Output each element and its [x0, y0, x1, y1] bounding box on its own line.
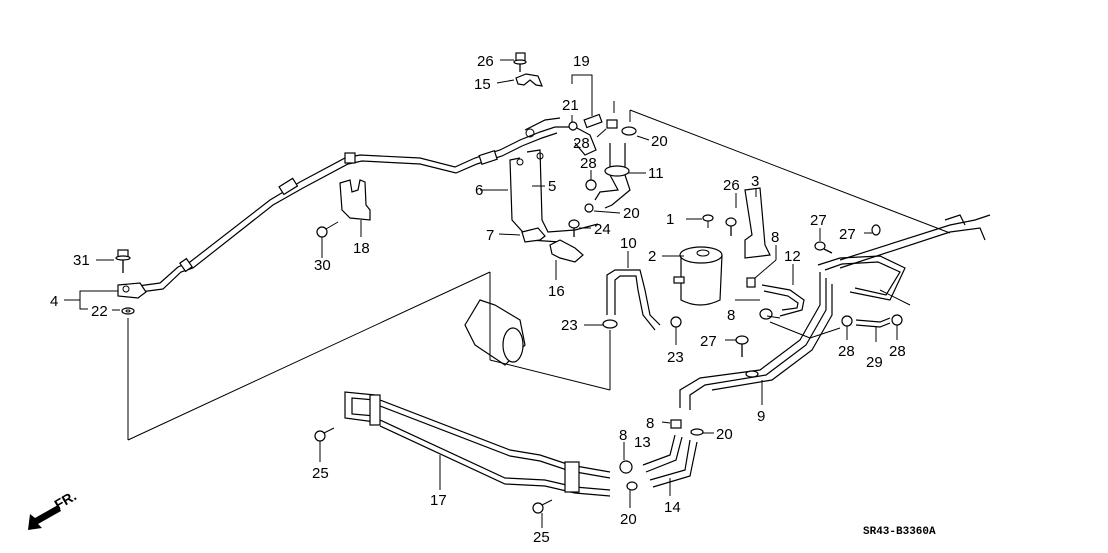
clamp-28-top[interactable] [606, 119, 618, 129]
callout-1[interactable]: 1 [666, 211, 674, 228]
pipe-5-6[interactable] [509, 149, 599, 243]
callout-20[interactable]: 20 [620, 511, 637, 528]
callout-15[interactable]: 15 [474, 76, 491, 93]
front-direction-arrow: FR. [28, 487, 79, 530]
callout-26[interactable]: 26 [723, 177, 740, 194]
bolt-31[interactable] [115, 249, 131, 273]
callout-14[interactable]: 14 [664, 499, 681, 516]
callout-17[interactable]: 17 [430, 492, 447, 509]
clamp-28-right[interactable] [891, 314, 903, 326]
callout-3[interactable]: 3 [751, 173, 759, 190]
union-19[interactable] [583, 113, 603, 129]
callout-4[interactable]: 4 [50, 293, 58, 310]
drawing-code: SR43-B3360A [863, 526, 936, 538]
callout-11[interactable]: 11 [648, 165, 664, 182]
callout-7[interactable]: 7 [486, 227, 494, 244]
callout-27[interactable]: 27 [700, 333, 717, 350]
hose-14[interactable] [649, 439, 698, 488]
bolt-27-a[interactable] [814, 241, 833, 254]
clamp-28-left[interactable] [841, 315, 853, 327]
hose-11[interactable] [594, 143, 631, 209]
callout-22[interactable]: 22 [91, 303, 108, 320]
hose-13[interactable] [642, 434, 683, 473]
hose-29[interactable] [855, 317, 891, 328]
callout-2[interactable]: 2 [648, 248, 656, 265]
hose-10[interactable] [606, 269, 661, 331]
callout-21[interactable]: 21 [562, 97, 579, 114]
callout-8[interactable]: 8 [771, 229, 779, 246]
clip-20-mid[interactable] [584, 203, 594, 213]
callout-27[interactable]: 27 [839, 226, 856, 243]
callout-6[interactable]: 6 [475, 182, 483, 199]
callout-20[interactable]: 20 [716, 426, 733, 443]
clamp-15[interactable] [515, 73, 543, 87]
callout-28[interactable]: 28 [838, 343, 855, 360]
bolt-25-left[interactable] [314, 427, 335, 442]
callout-labels: 26 15 19 21 28 20 28 11 6 5 20 1 26 3 7 … [50, 53, 906, 546]
bolt-26-mid[interactable] [725, 217, 737, 236]
callout-27[interactable]: 27 [810, 212, 827, 229]
bolt-27-b[interactable] [871, 224, 881, 236]
bolt-27-c[interactable] [735, 335, 749, 357]
callout-23[interactable]: 23 [667, 349, 684, 366]
callout-12[interactable]: 12 [784, 248, 801, 265]
callout-28[interactable]: 28 [573, 135, 590, 152]
callout-8[interactable]: 8 [646, 415, 654, 432]
callout-29[interactable]: 29 [866, 354, 883, 371]
callout-30[interactable]: 30 [314, 257, 331, 274]
reservoir-2[interactable] [673, 246, 723, 306]
clamp-8-bottom-a[interactable] [670, 419, 682, 429]
callout-28[interactable]: 28 [580, 155, 597, 172]
callout-9[interactable]: 9 [757, 408, 765, 425]
callout-28[interactable]: 28 [889, 343, 906, 360]
clip-1[interactable] [702, 214, 714, 228]
callout-13[interactable]: 13 [634, 434, 651, 451]
callout-26[interactable]: 26 [477, 53, 494, 70]
pressure-hose-4[interactable] [117, 126, 558, 299]
clamp-8-bottom-b[interactable] [619, 460, 633, 474]
callout-5[interactable]: 5 [548, 178, 556, 195]
callout-31[interactable]: 31 [73, 252, 90, 269]
clamp-18[interactable] [339, 179, 371, 221]
arrow-left-down-icon [28, 505, 61, 530]
bracket-16[interactable] [549, 239, 584, 263]
washer-22[interactable] [121, 307, 135, 315]
return-pipe-rack[interactable] [817, 214, 991, 301]
washer-21[interactable] [568, 121, 578, 131]
clamp-8-lower[interactable] [759, 308, 773, 320]
clamp-28-mid[interactable] [585, 179, 597, 191]
bolt-25-right[interactable] [532, 499, 553, 514]
callout-10[interactable]: 10 [620, 235, 637, 252]
leader-lines [64, 59, 898, 528]
callout-20[interactable]: 20 [651, 133, 668, 150]
clip-20-bottom-b[interactable] [626, 481, 638, 491]
bracket-7[interactable] [521, 227, 546, 243]
callout-23[interactable]: 23 [561, 317, 578, 334]
callout-8[interactable]: 8 [619, 427, 627, 444]
bracket-3[interactable] [744, 187, 771, 259]
cooler-17[interactable] [344, 391, 611, 497]
bolt-30[interactable] [316, 221, 339, 247]
bolt-26-top[interactable] [513, 52, 527, 72]
callout-25[interactable]: 25 [312, 465, 329, 482]
callout-18[interactable]: 18 [353, 240, 370, 257]
pipe-9[interactable] [679, 272, 833, 410]
clamp-23-right[interactable] [670, 316, 682, 328]
clamp-23-left[interactable] [602, 319, 618, 329]
hose-12[interactable] [761, 284, 805, 317]
callout-24[interactable]: 24 [594, 221, 611, 238]
clamp-8-upper[interactable] [746, 277, 756, 288]
callout-25[interactable]: 25 [533, 529, 550, 546]
clip-20-top[interactable] [621, 126, 637, 136]
callout-20[interactable]: 20 [623, 205, 640, 222]
callout-8[interactable]: 8 [727, 307, 735, 324]
clip-20-bottom-a[interactable] [690, 428, 704, 436]
callout-19[interactable]: 19 [573, 53, 590, 70]
steering-gear-housing[interactable] [464, 299, 526, 366]
reference-lines [127, 109, 951, 441]
bolt-24[interactable] [568, 219, 580, 237]
callout-16[interactable]: 16 [548, 283, 565, 300]
